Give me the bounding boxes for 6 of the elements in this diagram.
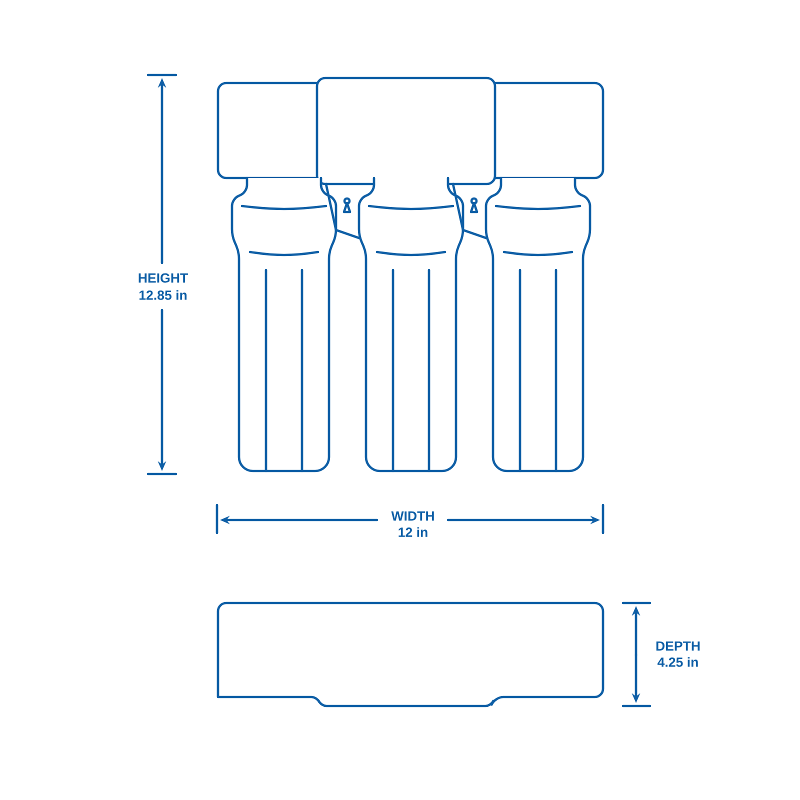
dimension-label: 12 in xyxy=(398,527,428,537)
dimension-label: HEIGHT xyxy=(138,273,188,283)
dimension-label: 4.25 in xyxy=(658,657,698,667)
dimension-label: WIDTH xyxy=(391,511,434,521)
dimension-label: 12.85 in xyxy=(139,290,187,300)
dimension-label: DEPTH xyxy=(656,641,700,651)
